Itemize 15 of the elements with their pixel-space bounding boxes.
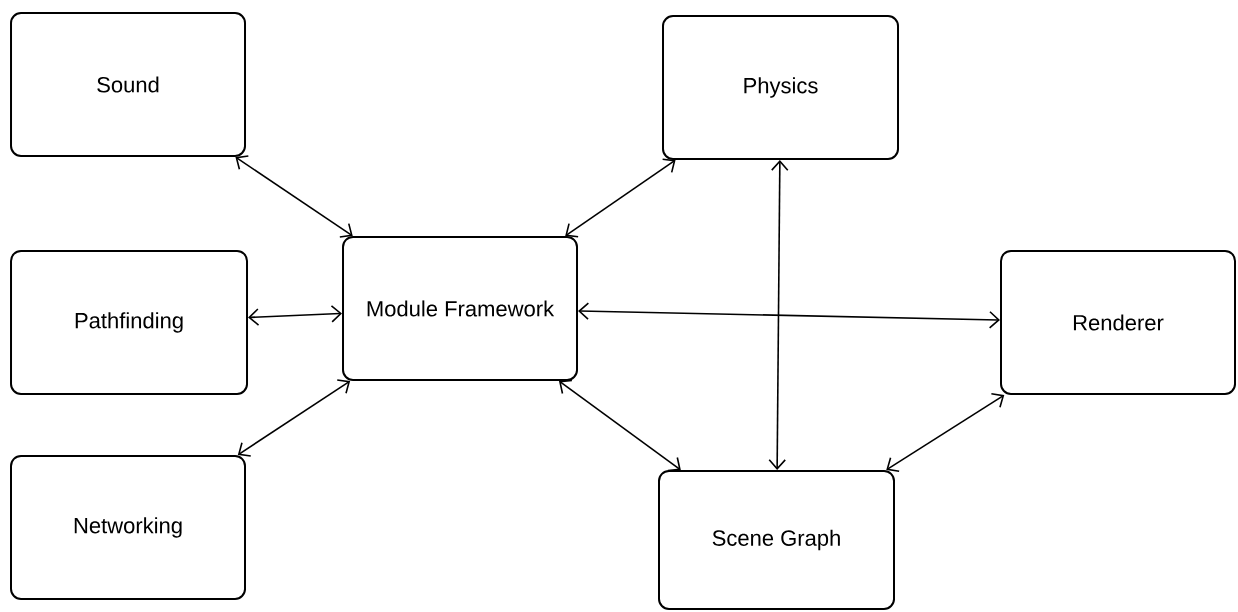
arrow (248, 305, 342, 326)
module-box: Module Framework (342, 236, 578, 381)
arrow (565, 158, 676, 238)
arrow (558, 379, 681, 472)
module-box: Pathfinding (10, 250, 248, 395)
arrow (768, 160, 789, 470)
module-box: Sound (10, 12, 246, 157)
module-box: Physics (662, 15, 899, 160)
module-box: Scene Graph (658, 470, 895, 610)
arrow (235, 155, 353, 238)
arrow (237, 379, 351, 457)
arrow (886, 392, 1005, 473)
module-box: Renderer (1000, 250, 1236, 395)
arrow (578, 302, 1000, 329)
module-box: Networking (10, 455, 246, 600)
